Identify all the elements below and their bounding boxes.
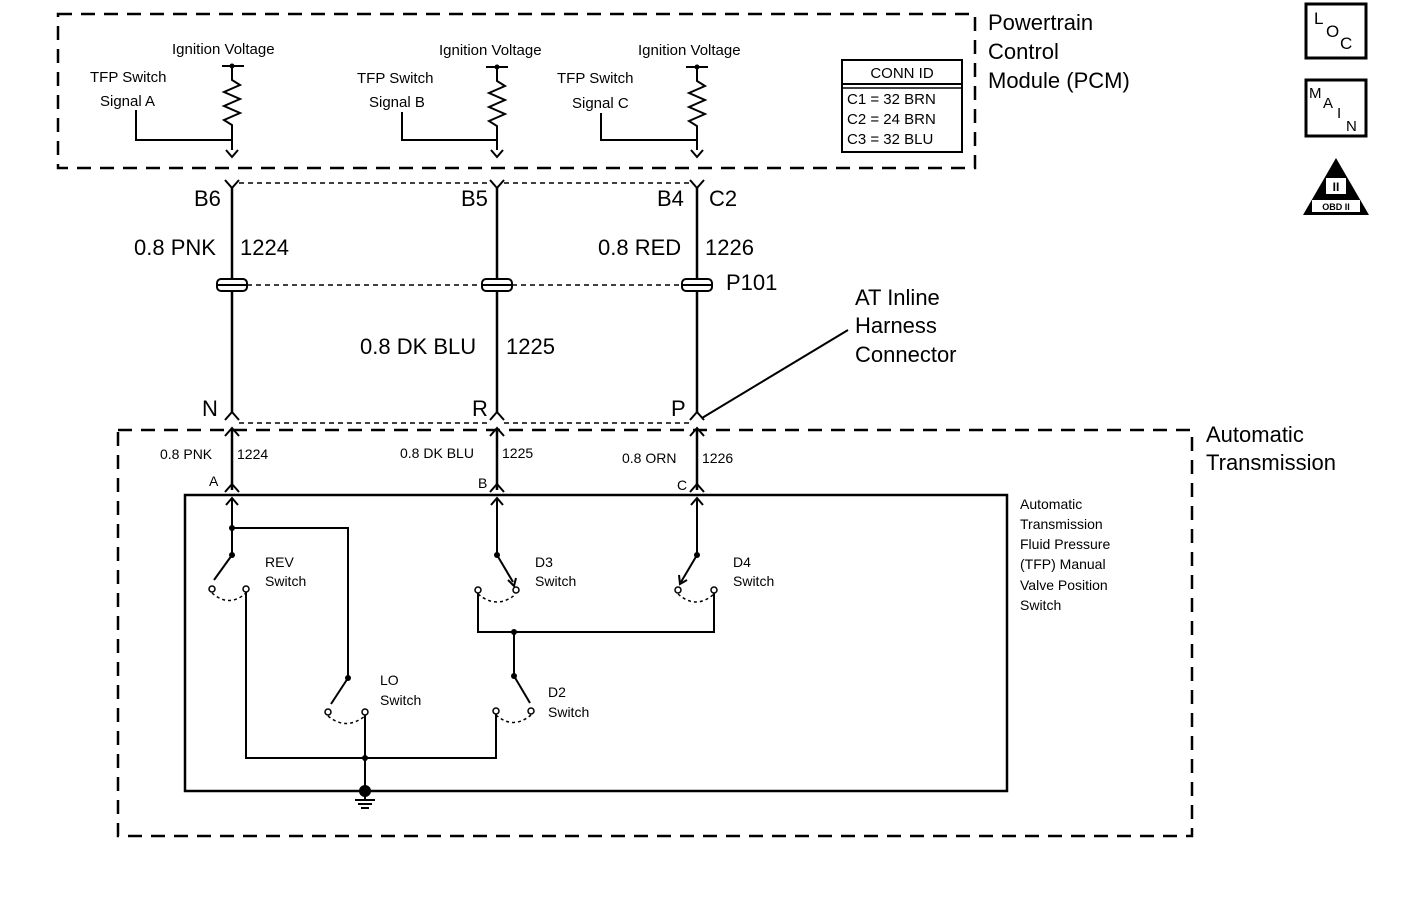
loc-icon-letter-l: L (1314, 9, 1323, 28)
transmission-title-2: Transmission (1206, 450, 1336, 475)
pcm-box (56, 12, 977, 170)
harness-label-3: Connector (855, 342, 957, 367)
signal-c-line1: TFP Switch (557, 70, 633, 87)
wire-middle-num: 1225 (506, 334, 555, 359)
loc-icon-letter-o: O (1326, 22, 1339, 41)
wire-right-num: 1226 (705, 235, 754, 260)
tfp-desc-1: Automatic (1020, 496, 1082, 512)
d3-label-2: Switch (535, 573, 576, 589)
d4-label-2: Switch (733, 573, 774, 589)
pin-chevron-b4 (689, 179, 705, 190)
p101-connector (216, 278, 713, 292)
obd-icon-numeral: II (1333, 180, 1340, 194)
pull-up-resistor-a (135, 63, 244, 159)
signal-b-line2: Signal B (369, 94, 425, 111)
trans-pin-a: A (209, 473, 219, 489)
d3-switch (474, 496, 715, 633)
main-icon-letter-a: A (1323, 95, 1333, 112)
main-icon-letter-n: N (1346, 118, 1357, 135)
ignition-label-a: Ignition Voltage (172, 41, 275, 58)
pin-r: R (472, 396, 488, 421)
transmission-title-1: Automatic (1206, 422, 1304, 447)
conn-id-header: CONN ID (870, 65, 934, 82)
conn-id-table: CONN ID C1 = 32 BRN C2 = 24 BRN C3 = 32 … (841, 59, 963, 153)
pcm-title-3: Module (PCM) (988, 68, 1130, 93)
tfp-desc-6: Switch (1020, 597, 1061, 613)
pin-n: N (202, 396, 218, 421)
signal-c-line2: Signal C (572, 95, 629, 112)
rev-switch (208, 552, 364, 759)
obd-ii-icon[interactable]: II OBD II (1303, 158, 1369, 215)
harness-label-1: AT Inline (855, 285, 940, 310)
lo-switch (324, 675, 369, 790)
trans-pin-c: C (677, 477, 687, 493)
trans-pin-b: B (478, 475, 487, 491)
pin-chevron-a (224, 482, 240, 493)
transmission-box (116, 428, 1194, 838)
ignition-label-c: Ignition Voltage (638, 42, 741, 59)
tfp-desc-5: Valve Position (1020, 577, 1108, 593)
pin-chevron-b5 (489, 179, 505, 190)
conn-id-row-1: C1 = 32 BRN (847, 91, 936, 108)
wire-left-color: 0.8 PNK (134, 235, 216, 260)
rev-label-2: Switch (265, 573, 306, 589)
trans-wire-c-num: 1226 (702, 450, 733, 466)
signal-a-line2: Signal A (100, 93, 155, 110)
lo-label-1: LO (380, 672, 399, 688)
p101-label: P101 (726, 270, 777, 295)
circuit-a-branch (225, 496, 349, 676)
main-icon[interactable]: M A I N (1304, 78, 1368, 138)
obd-icon-text: OBD II (1322, 202, 1350, 212)
tfp-desc-2: Transmission (1020, 516, 1103, 532)
wire-right-color: 0.8 RED (598, 235, 681, 260)
main-icon-letter-m: M (1309, 85, 1322, 102)
pin-c2: C2 (709, 186, 737, 211)
trans-wire-c-color: 0.8 ORN (622, 450, 676, 466)
ignition-label-b: Ignition Voltage (439, 42, 542, 59)
lo-label-2: Switch (380, 692, 421, 708)
loc-icon-letter-c: C (1340, 34, 1352, 53)
d2-label-2: Switch (548, 704, 589, 720)
main-icon-letter-i: I (1337, 105, 1341, 122)
tfp-desc-3: Fluid Pressure (1020, 536, 1110, 552)
harness-leader-line (701, 329, 849, 419)
harness-label-2: Harness (855, 313, 937, 338)
trans-wire-b-num: 1225 (502, 445, 533, 461)
wire-middle-color: 0.8 DK BLU (360, 334, 476, 359)
tfp-desc-4: (TFP) Manual (1020, 556, 1106, 572)
loc-icon[interactable]: L O C (1304, 2, 1368, 60)
pcm-title-1: Powertrain (988, 10, 1093, 35)
ground-symbol (355, 755, 375, 809)
wire-left-num: 1224 (240, 235, 289, 260)
signal-b-line1: TFP Switch (357, 70, 433, 87)
pin-b4: B4 (657, 186, 684, 211)
pin-chevron-b (489, 482, 505, 493)
pin-chevron-p (689, 410, 705, 421)
d2-label-1: D2 (548, 684, 566, 700)
tfp-switch-box (183, 493, 1009, 793)
pull-up-resistor-b (401, 64, 508, 159)
pin-b5: B5 (461, 186, 488, 211)
trans-wire-a-num: 1224 (237, 446, 268, 462)
pin-chevron-n (224, 410, 240, 421)
pin-chevron-r (489, 410, 505, 421)
d3-label-1: D3 (535, 554, 553, 570)
conn-id-row-3: C3 = 32 BLU (847, 131, 933, 148)
pin-p: P (671, 396, 686, 421)
d4-switch (674, 496, 718, 603)
pull-up-resistor-c (600, 64, 708, 159)
trans-wire-a-color: 0.8 PNK (160, 446, 213, 462)
d4-label-1: D4 (733, 554, 751, 570)
pin-b6: B6 (194, 186, 221, 211)
d2-switch (364, 629, 535, 759)
trans-wire-b-color: 0.8 DK BLU (400, 445, 474, 461)
pcm-title-2: Control (988, 39, 1059, 64)
pin-chevron-b6 (224, 179, 240, 190)
rev-label-1: REV (265, 554, 294, 570)
conn-id-row-2: C2 = 24 BRN (847, 111, 936, 128)
pin-chevron-c (689, 482, 705, 493)
signal-a-line1: TFP Switch (90, 69, 166, 86)
